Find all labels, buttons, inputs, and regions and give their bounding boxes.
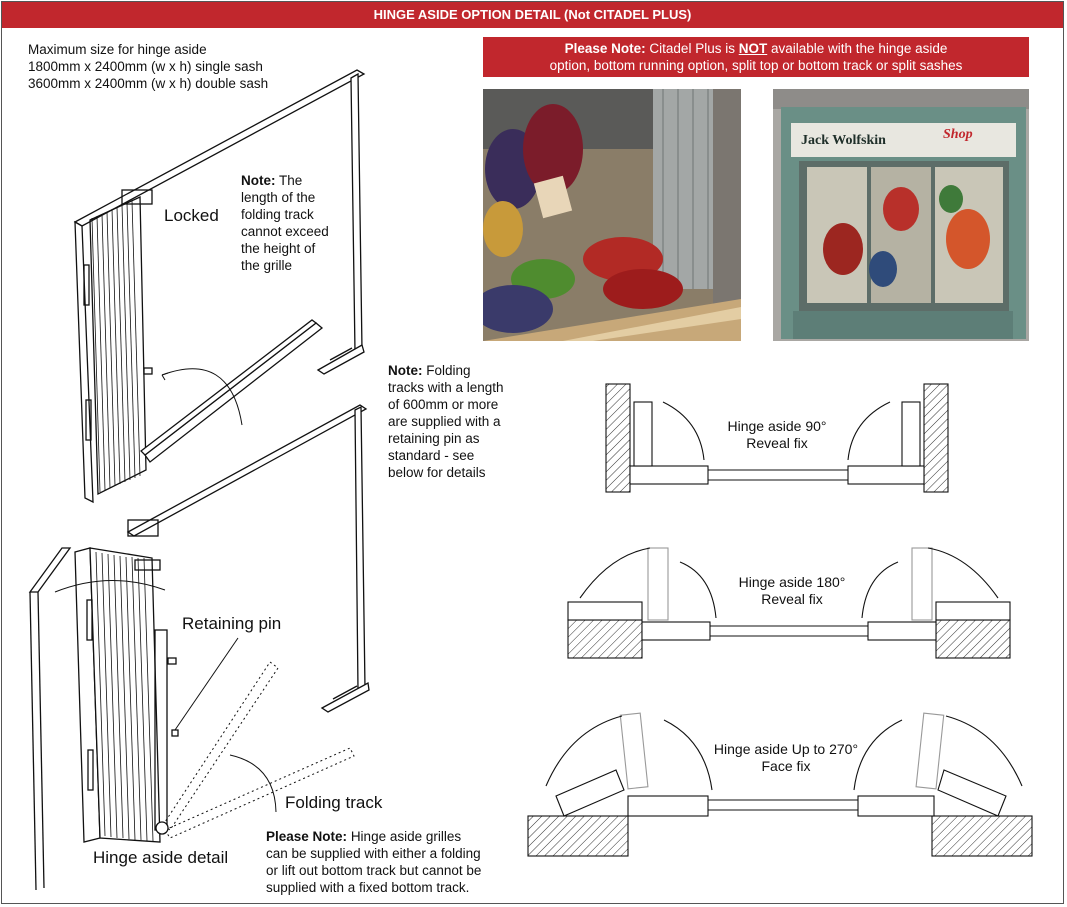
max-size-text: Maximum size for hinge aside 1800mm x 24… bbox=[28, 41, 268, 92]
citadel-plus-notice: Please Note: Citadel Plus is NOT availab… bbox=[483, 37, 1029, 77]
locked-label: Locked bbox=[164, 206, 219, 225]
notice-emphasis: NOT bbox=[738, 41, 768, 56]
retaining-pin-label: Retaining pin bbox=[182, 614, 282, 633]
pin-note-line: standard - see bbox=[388, 448, 475, 463]
bottom-note-line: supplied with a fixed bottom track. bbox=[266, 880, 470, 895]
pin-note-line: Folding bbox=[426, 363, 471, 378]
pin-note-line: below for details bbox=[388, 465, 486, 480]
retaining-pin-note: Note: Folding tracks with a length of 60… bbox=[388, 362, 504, 481]
page-title: HINGE ASIDE OPTION DETAIL (Not CITADEL P… bbox=[2, 2, 1063, 28]
diagram-caption-line: Face fix bbox=[761, 758, 811, 774]
bottom-note-line: or lift out bottom track but cannot be bbox=[266, 863, 482, 878]
track-note-lead: Note: bbox=[241, 173, 276, 188]
pin-note-line: retaining pin as bbox=[388, 431, 480, 446]
diagram-270-caption: Hinge aside Up to 270° Face fix bbox=[696, 741, 876, 775]
diagram-caption-line: Reveal fix bbox=[761, 591, 823, 607]
diagram-180-caption: Hinge aside 180° Reveal fix bbox=[722, 574, 862, 608]
bottom-note-line: can be supplied with either a folding bbox=[266, 846, 481, 861]
shop-sign: Jack Wolfskin bbox=[801, 133, 886, 148]
hinge-aside-detail-label: Hinge aside detail bbox=[93, 848, 229, 867]
diagram-caption-line: Hinge aside Up to 270° bbox=[713, 741, 859, 757]
diagram-90-caption: Hinge aside 90° Reveal fix bbox=[718, 418, 836, 452]
diagram-caption-line: Hinge aside 90° bbox=[727, 418, 827, 434]
notice-lead: Please Note: bbox=[564, 41, 646, 56]
shop-sign-script: Shop bbox=[943, 127, 973, 142]
folding-track-label: Folding track bbox=[285, 793, 383, 812]
bottom-track-note: Please Note: Hinge aside grilles can be … bbox=[266, 828, 481, 896]
track-length-note: Note: The length of the folding track ca… bbox=[241, 172, 329, 274]
diagram-caption-line: Reveal fix bbox=[746, 435, 808, 451]
size-line: 1800mm x 2400mm (w x h) single sash bbox=[28, 59, 263, 74]
bottom-note-line: Hinge aside grilles bbox=[350, 829, 462, 844]
pin-note-line: tracks with a length bbox=[388, 380, 504, 395]
pin-note-line: of 600mm or more bbox=[388, 397, 499, 412]
track-note-line: the height of bbox=[241, 241, 316, 256]
track-note-line: length of the bbox=[241, 190, 316, 205]
track-note-line: the grille bbox=[241, 258, 293, 273]
photo-shopfront: Jack Wolfskin Shop bbox=[773, 89, 1029, 341]
photo-interior-bags bbox=[483, 89, 741, 341]
bottom-note-lead: Please Note: bbox=[266, 829, 348, 844]
notice-line2: option, bottom running option, split top… bbox=[549, 58, 963, 73]
size-line: Maximum size for hinge aside bbox=[28, 42, 207, 57]
notice-post: available with the hinge aside bbox=[771, 41, 948, 56]
track-note-line: folding track bbox=[241, 207, 314, 222]
diagram-caption-line: Hinge aside 180° bbox=[738, 574, 846, 590]
track-note-line: The bbox=[279, 173, 303, 188]
pin-note-line: are supplied with a bbox=[388, 414, 501, 429]
pin-note-lead: Note: bbox=[388, 363, 423, 378]
notice-pre: Citadel Plus is bbox=[649, 41, 735, 56]
track-note-line: cannot exceed bbox=[241, 224, 329, 239]
size-line: 3600mm x 2400mm (w x h) double sash bbox=[28, 76, 269, 91]
